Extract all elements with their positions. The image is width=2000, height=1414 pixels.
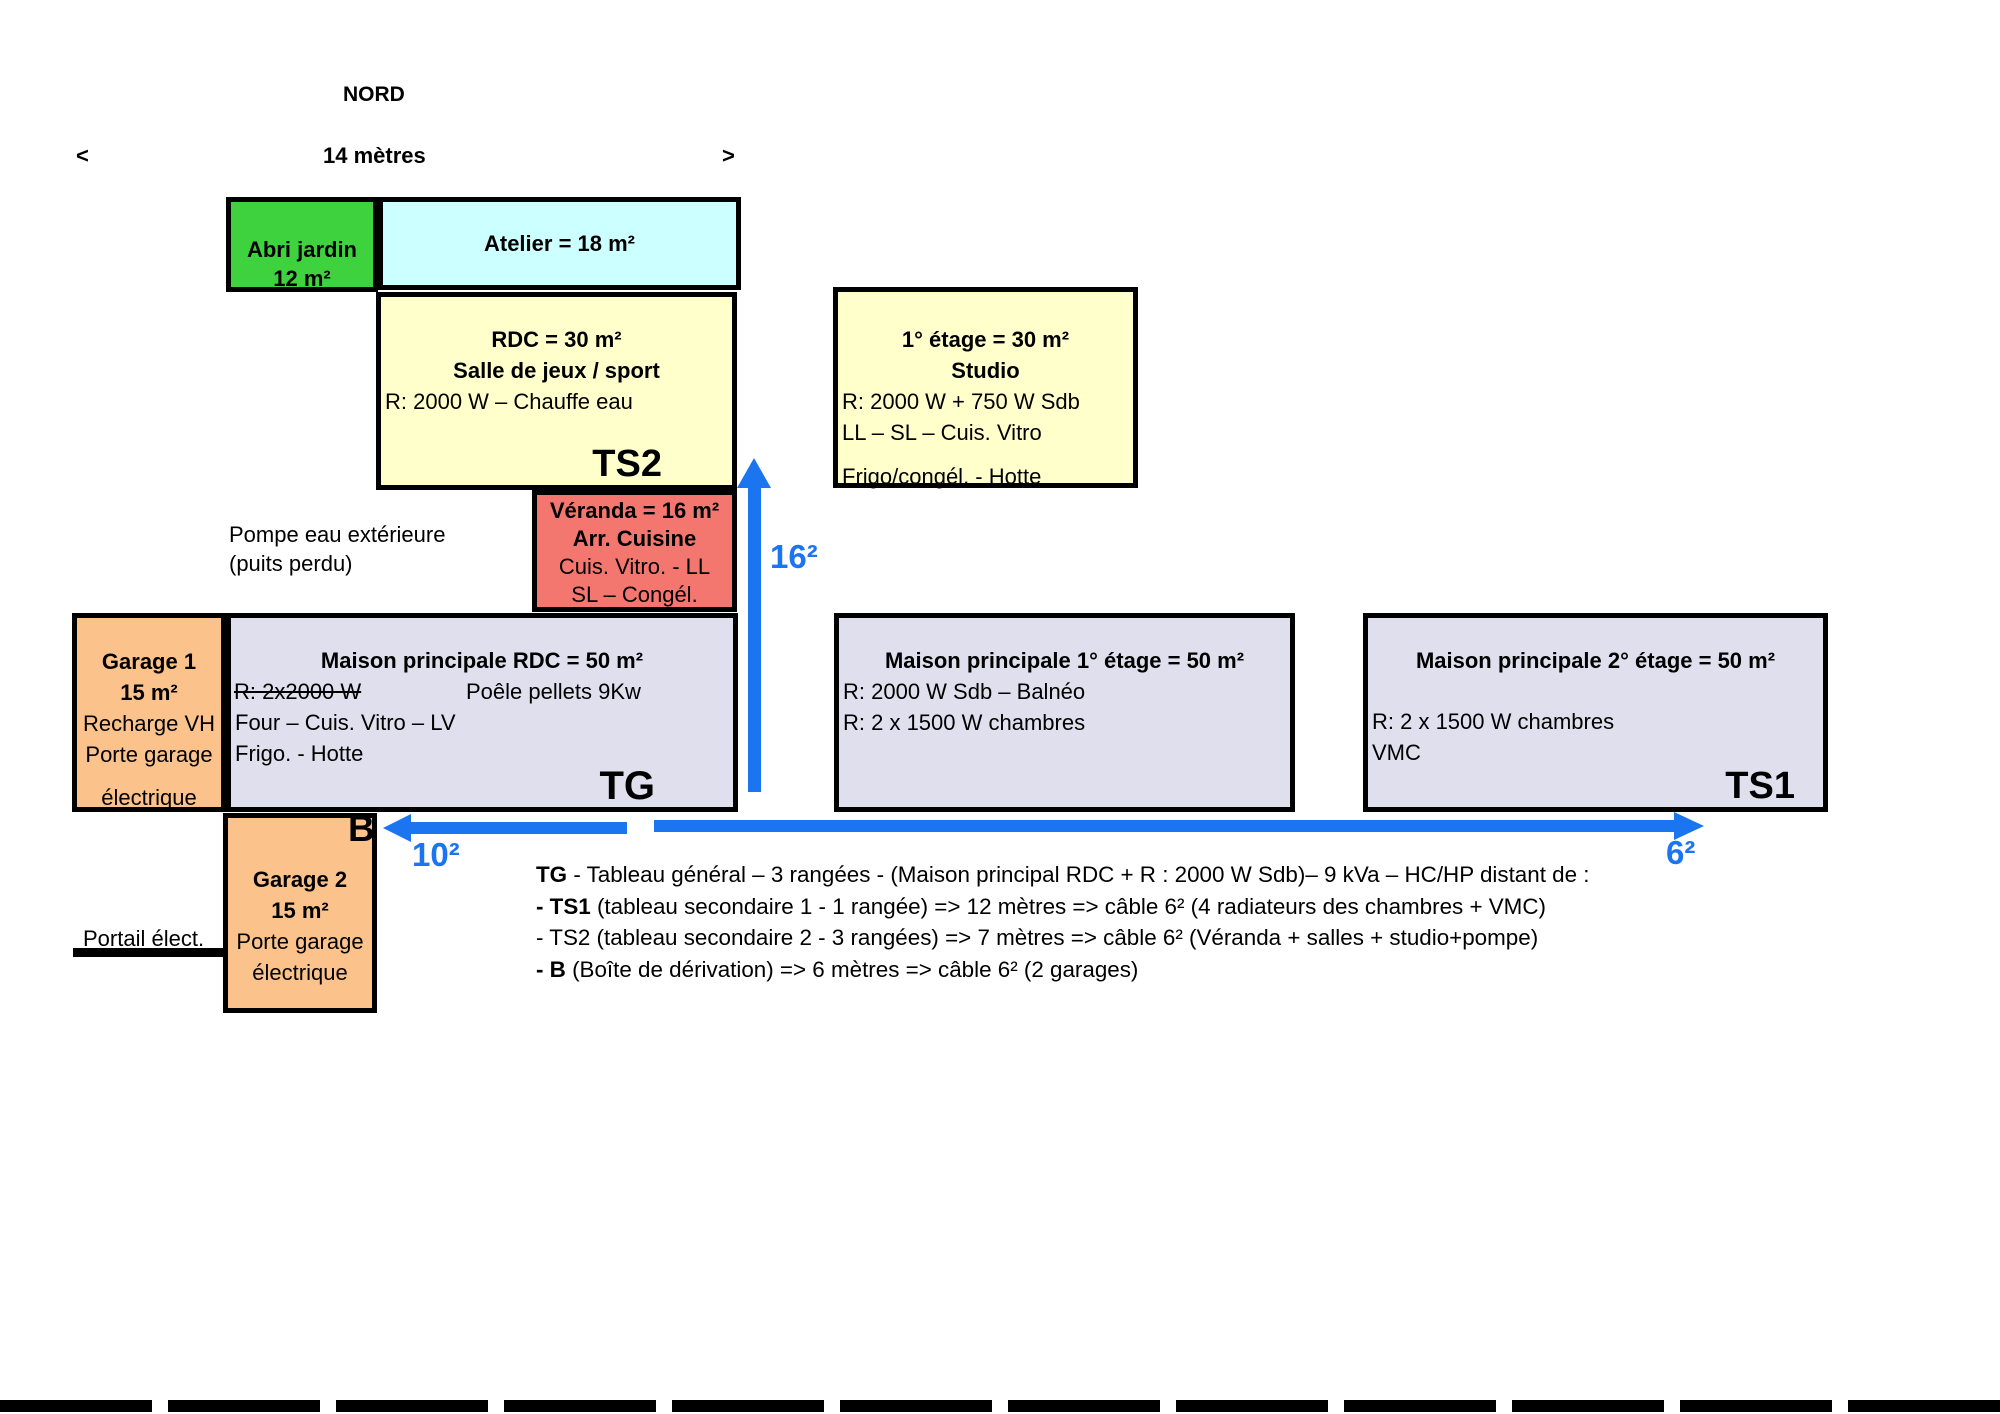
- studio-line4: LL – SL – Cuis. Vitro: [842, 420, 1042, 445]
- box-abri-jardin: Abri jardin 12 m²: [226, 197, 378, 292]
- studio-title: 1° étage = 30 m²: [901, 327, 1070, 352]
- legend-line-ts1: - TS1 (tableau secondaire 1 - 1 rangée) …: [536, 891, 1590, 923]
- pompe-line2: (puits perdu): [229, 551, 353, 576]
- ts2-panel-label: TS2: [592, 443, 662, 485]
- atelier-title: Atelier = 18 m²: [483, 230, 635, 256]
- pompe-line1: Pompe eau extérieure: [229, 522, 446, 547]
- ts1-panel-label: TS1: [1725, 765, 1795, 807]
- maison-rdc-poele: Poêle pellets 9Kw: [466, 679, 641, 704]
- box-etage1-studio: 1° étage = 30 m² Studio R: 2000 W + 750 …: [833, 287, 1138, 489]
- cable-10mm-label: 10²: [412, 836, 460, 873]
- garage1-area: 15 m²: [120, 680, 178, 705]
- rdc-subtitle: Salle de jeux / sport: [453, 358, 660, 383]
- cable-10mm-arrow-shaft: [410, 822, 627, 834]
- studio-line3: R: 2000 W + 750 W Sdb: [842, 389, 1080, 414]
- maison-e2-title: Maison principale 2° étage = 50 m²: [1415, 648, 1776, 673]
- veranda-line4: SL – Congél.: [571, 582, 698, 607]
- portail-gate-line: [73, 948, 225, 957]
- legend-ts1-rest: (tableau secondaire 1 - 1 rangée) => 12 …: [590, 893, 1546, 919]
- garage2-title: Garage 2: [252, 867, 348, 892]
- maison-e2-line2: R: 2 x 1500 W chambres: [1372, 709, 1615, 734]
- veranda-title: Véranda = 16 m²: [549, 498, 720, 523]
- legend-tg-bold: TG: [536, 862, 568, 887]
- veranda-line3: Cuis. Vitro. - LL: [558, 554, 711, 579]
- abri-area: 12 m²: [273, 266, 331, 291]
- cable-6mm-arrow-right-icon: [1674, 812, 1704, 840]
- maison-rdc-title: Maison principale RDC = 50 m²: [320, 648, 644, 673]
- legend-b-rest: (Boîte de dérivation) => 6 mètres => câb…: [565, 956, 1139, 982]
- maison-e1-line3: R: 2 x 1500 W chambres: [843, 710, 1086, 735]
- box-atelier: Atelier = 18 m²: [378, 197, 741, 290]
- abri-title: Abri jardin: [246, 237, 357, 262]
- maison-e1-title: Maison principale 1° étage = 50 m²: [884, 648, 1245, 673]
- note-pompe-eau: Pompe eau extérieure (puits perdu): [229, 520, 445, 578]
- maison-e2-line3: VMC: [1372, 740, 1421, 765]
- cable-10mm-arrow-left-icon: [383, 814, 411, 842]
- page-bottom-edge-bar: [0, 1400, 2000, 1412]
- box-maison-etage2: Maison principale 2° étage = 50 m² R: 2 …: [1363, 613, 1828, 812]
- box-rdc-salle-jeux: RDC = 30 m² Salle de jeux / sport R: 200…: [376, 292, 737, 490]
- scale-left-chevron-icon: <: [76, 143, 89, 168]
- cable-16mm-arrow-shaft: [748, 486, 761, 792]
- legend-ts1-bold: - TS1: [536, 893, 591, 919]
- garage1-title: Garage 1: [101, 649, 197, 674]
- veranda-subtitle: Arr. Cuisine: [572, 526, 697, 551]
- cable-6mm-arrow-shaft: [654, 820, 1676, 832]
- legend-block: TG - Tableau général – 3 rangées - (Mais…: [536, 859, 1590, 985]
- compass-north-label: NORD: [343, 83, 405, 106]
- cable-6mm-label: 6²: [1666, 834, 1696, 871]
- legend-line-ts2: - TS2 (tableau secondaire 2 - 3 rangées)…: [536, 925, 1539, 951]
- cable-16mm-arrow-up-icon: [737, 458, 771, 488]
- garage2-area: 15 m²: [271, 898, 329, 923]
- garage2-line4: électrique: [252, 960, 348, 985]
- studio-subtitle: Studio: [951, 358, 1020, 383]
- maison-rdc-strikethrough: R: 2x2000 W: [234, 679, 362, 704]
- garage1-line3: Recharge VH: [82, 711, 216, 736]
- scale-width-label: 14 mètres: [323, 143, 426, 168]
- legend-line-b: - B (Boîte de dérivation) => 6 mètres =>…: [536, 954, 1590, 986]
- garage1-line4: Porte garage: [85, 742, 213, 767]
- legend-line-tg: TG - Tableau général – 3 rangées - (Mais…: [536, 859, 1590, 891]
- rdc-equipment: R: 2000 W – Chauffe eau: [385, 389, 633, 414]
- legend-b-bold: - B: [536, 956, 566, 982]
- box-maison-rdc: Maison principale RDC = 50 m² R: 2x2000 …: [226, 613, 738, 812]
- box-veranda: Véranda = 16 m² Arr. Cuisine Cuis. Vitro…: [532, 490, 737, 612]
- box-maison-etage1: Maison principale 1° étage = 50 m² R: 20…: [834, 613, 1295, 812]
- tg-panel-label: TG: [599, 764, 655, 808]
- note-portail-electrique: Portail élect.: [83, 926, 205, 951]
- garage1-line5: électrique: [101, 785, 197, 810]
- garage2-line3: Porte garage: [236, 929, 364, 954]
- maison-rdc-line4: Frigo. - Hotte: [235, 741, 364, 766]
- scale-right-chevron-icon: >: [722, 143, 735, 168]
- rdc-title: RDC = 30 m²: [491, 327, 622, 352]
- b-junction-box-label: B: [348, 808, 375, 849]
- box-garage1: Garage 1 15 m² Recharge VH Porte garage …: [72, 613, 226, 812]
- studio-line5: Frigo/congél. - Hotte: [842, 464, 1042, 489]
- maison-rdc-line3: Four – Cuis. Vitro – LV: [235, 710, 456, 735]
- cable-16mm-label: 16²: [770, 538, 818, 575]
- box-garage2: Garage 2 15 m² Porte garage électrique: [223, 813, 377, 1013]
- legend-tg-rest: - Tableau général – 3 rangées - (Maison …: [567, 862, 1590, 887]
- maison-e1-line2: R: 2000 W Sdb – Balnéo: [843, 679, 1086, 704]
